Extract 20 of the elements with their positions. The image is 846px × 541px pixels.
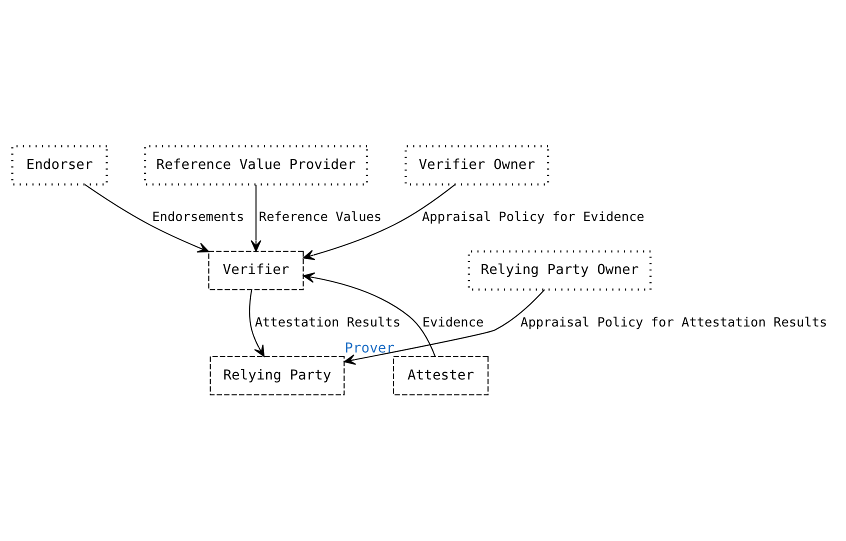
node-box: Reference Value Provider <box>144 145 368 186</box>
edge-label: Endorsements <box>152 210 244 226</box>
arrow <box>302 184 456 260</box>
node-label: Prover <box>344 340 395 357</box>
node-box: Verifier <box>208 250 304 290</box>
edge-label: Evidence <box>422 315 484 330</box>
arrow <box>250 184 262 252</box>
edge-label: Appraisal Policy for Evidence <box>422 210 644 226</box>
arrow <box>84 184 210 253</box>
arrow <box>344 289 545 365</box>
edge-label: Appraisal Policy for Attestation Results <box>520 315 828 330</box>
node-box: Relying Party Owner <box>468 250 652 291</box>
edge-label: Attestation Results <box>254 315 401 330</box>
edge-label: Reference Values <box>258 210 382 226</box>
arrow <box>302 272 436 356</box>
node-box: Attester <box>393 356 489 396</box>
node-box: Relying Party <box>210 356 345 396</box>
node-box: Verifier Owner <box>404 145 550 186</box>
node-box: Endorser <box>11 145 108 186</box>
arrow <box>249 290 265 357</box>
